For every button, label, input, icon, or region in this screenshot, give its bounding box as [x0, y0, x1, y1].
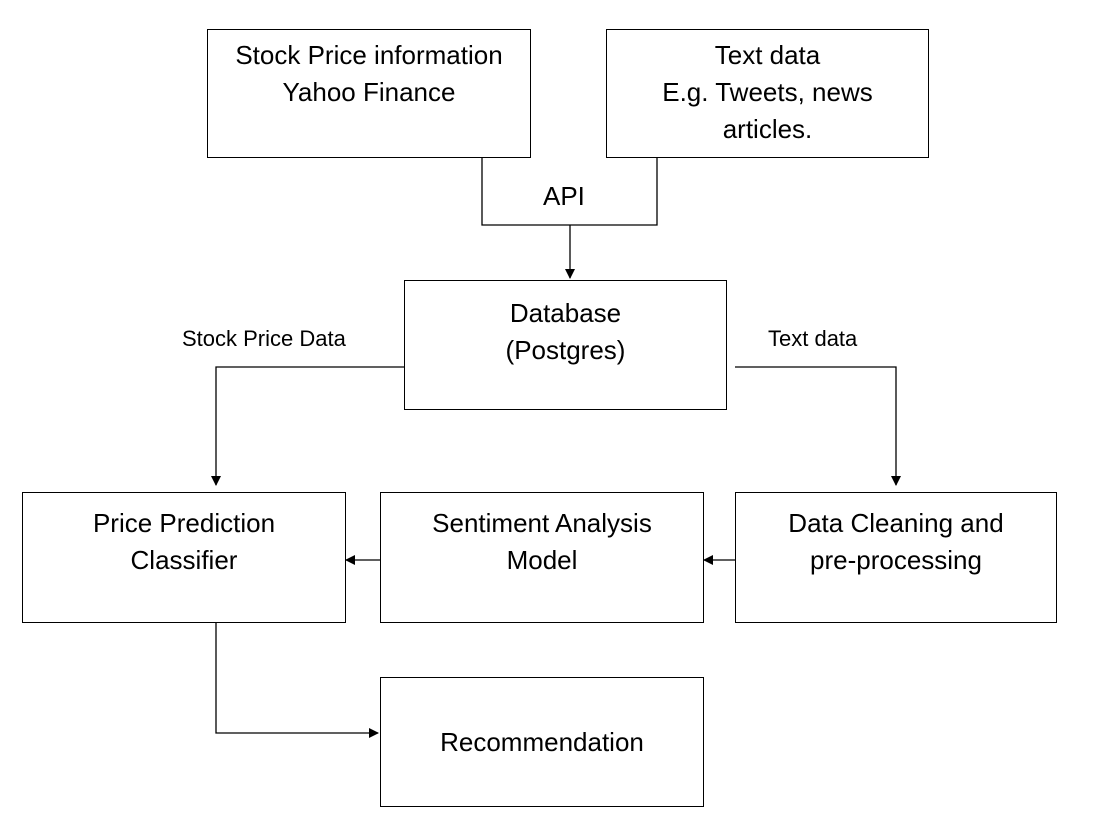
stock-source-line-1: Stock Price information [235, 40, 503, 70]
classifier-line-1: Price Prediction [92, 508, 276, 538]
connector-stock-to-api [481, 158, 570, 226]
stock-price-data-label: Stock Price Data [182, 326, 346, 351]
arrow-classifier-to-recommendation [215, 623, 379, 738]
database-line-1: Database [509, 298, 622, 328]
connector-text-to-api [570, 158, 658, 226]
cleaning-line-2: pre-processing [810, 545, 982, 575]
data-cleaning-box: Data Cleaning and pre-processing [735, 492, 1057, 623]
database-line-2: (Postgres) [505, 335, 626, 365]
classifier-line-2: Classifier [130, 545, 238, 575]
stock-source-line-2: Yahoo Finance [282, 77, 456, 107]
arrow-database-to-classifier [211, 366, 404, 486]
sentiment-analysis-model-box: Sentiment Analysis Model [380, 492, 704, 623]
text-source-line-3: articles. [722, 114, 813, 144]
text-data-edge-label: Text data [768, 326, 858, 351]
sentiment-line-2: Model [506, 545, 578, 575]
price-prediction-classifier-box: Price Prediction Classifier [22, 492, 346, 623]
recommendation-box: Recommendation [380, 677, 704, 807]
cleaning-line-1: Data Cleaning and [788, 508, 1004, 538]
api-label: API [543, 181, 585, 211]
text-source-line-2: E.g. Tweets, news [662, 77, 873, 107]
stock-price-source-box: Stock Price information Yahoo Finance [207, 29, 531, 158]
database-box: Database (Postgres) [404, 280, 727, 410]
text-data-source-box: Text data E.g. Tweets, news articles. [606, 29, 929, 158]
recommendation-line-1: Recommendation [440, 726, 644, 757]
arrow-database-to-cleaning [735, 366, 901, 486]
sentiment-line-1: Sentiment Analysis [432, 508, 652, 538]
text-source-line-1: Text data [714, 40, 821, 70]
